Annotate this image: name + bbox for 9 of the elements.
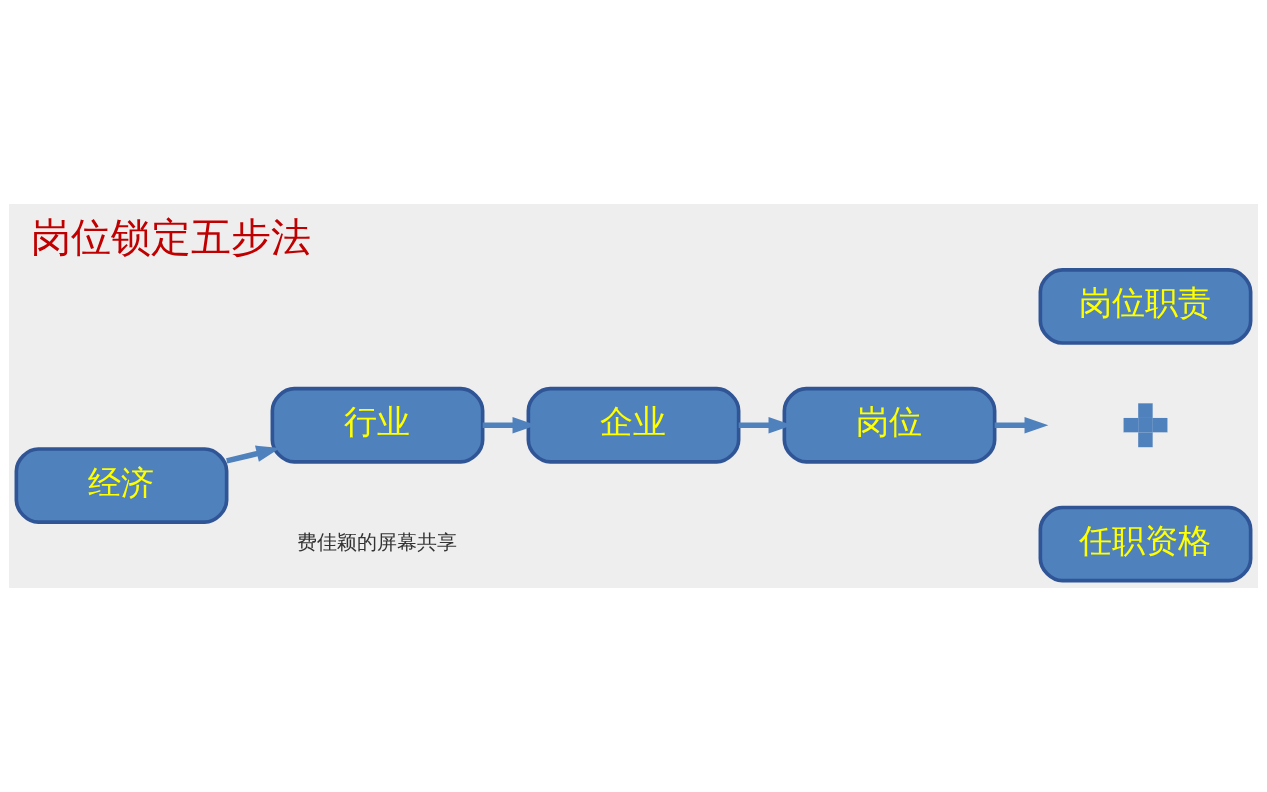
node-box: 行业 [270, 386, 485, 464]
node-box: 企业 [526, 386, 741, 464]
node-box: 经济 [14, 447, 229, 524]
node-box: 岗位 [782, 386, 997, 464]
arrow [994, 416, 1049, 434]
label: 费佳颖的屏幕共享 [297, 530, 458, 555]
node-box: 任职资格 [1038, 505, 1253, 583]
node-box: 岗位职责 [1038, 268, 1253, 345]
diagram-title: 岗位锁定五步法 [30, 213, 311, 260]
